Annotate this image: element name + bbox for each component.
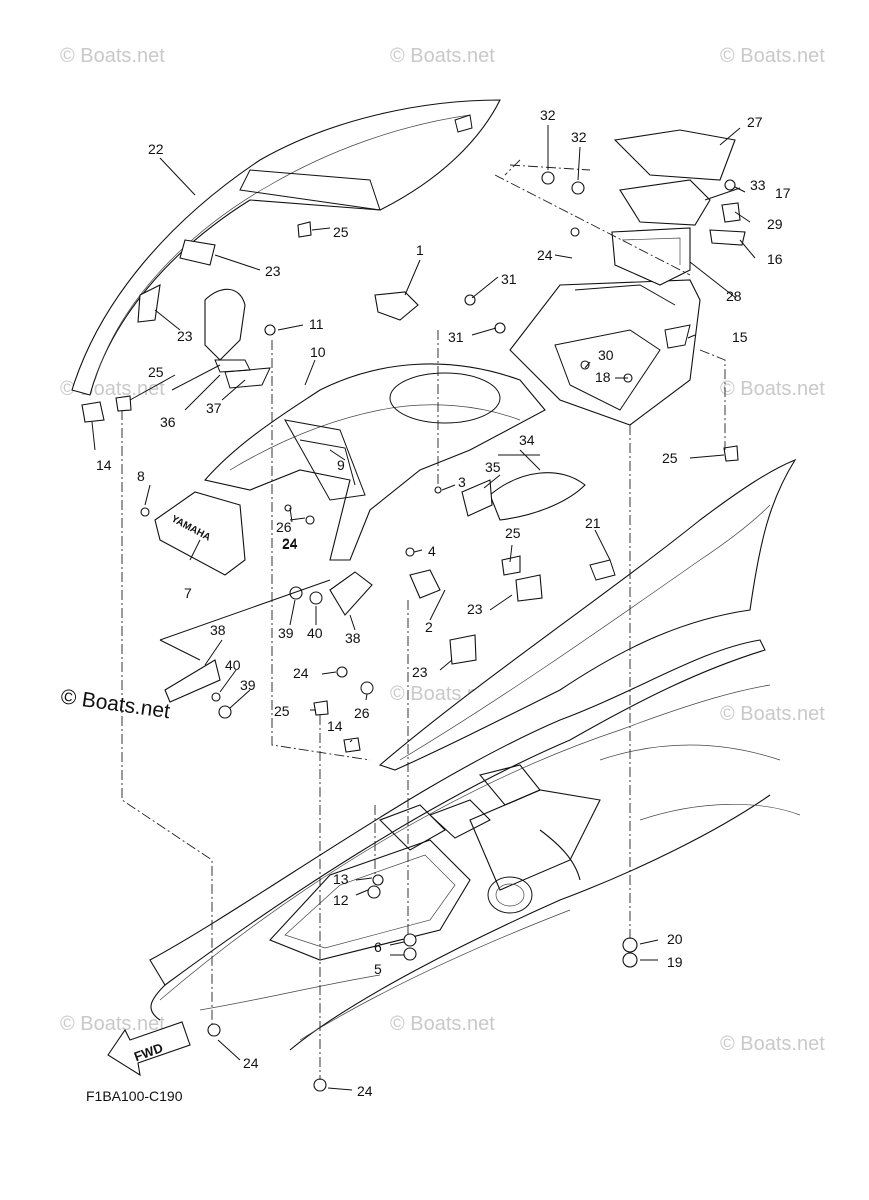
part-34-shield xyxy=(489,472,586,521)
callout-25c: 25 xyxy=(662,450,678,466)
watermark: © Boats.net xyxy=(720,703,825,725)
part-27-lid xyxy=(613,129,736,181)
callout-3: 3 xyxy=(458,474,466,490)
callout-39a: 39 xyxy=(278,625,294,641)
callout-4: 4 xyxy=(428,543,436,559)
alignment-lines xyxy=(121,159,726,1080)
watermark: © Boats.net xyxy=(390,1013,495,1035)
callout-14b: 14 xyxy=(327,718,343,734)
callout-38b: 38 xyxy=(210,622,226,638)
callout-13: 13 xyxy=(333,871,349,887)
leader-lines xyxy=(91,125,756,1091)
part-7-badge-plate: YAMAHA xyxy=(154,491,246,576)
callout-24b: 24 xyxy=(282,536,298,552)
callout-7: 7 xyxy=(184,585,192,601)
callout-22: 22 xyxy=(148,141,164,157)
callout-8: 8 xyxy=(137,468,145,484)
hardware xyxy=(81,171,746,1092)
watermark: © Boats.net xyxy=(720,378,825,400)
watermark: © Boats.net xyxy=(390,45,495,67)
callout-24d: 24 xyxy=(243,1055,259,1071)
callout-30: 30 xyxy=(598,347,614,363)
callout-40b: 40 xyxy=(225,657,241,673)
callout-25d: 25 xyxy=(505,525,521,541)
callout-23a: 23 xyxy=(265,263,281,279)
watermark: © Boats.net xyxy=(60,1013,165,1035)
part-22-side-cover xyxy=(71,99,501,396)
callout-18: 18 xyxy=(595,369,611,385)
callout-9: 9 xyxy=(337,457,345,473)
callout-39b: 39 xyxy=(240,677,256,693)
copyright-label: © Boats.net xyxy=(59,685,171,723)
callout-38a: 38 xyxy=(345,630,361,646)
callout-10: 10 xyxy=(310,344,326,360)
callout-17: 17 xyxy=(775,185,791,201)
watermark: © Boats.net xyxy=(720,1033,825,1055)
part-33-lid-pad xyxy=(619,179,711,226)
part-1-handle xyxy=(374,291,419,321)
part-21-side-panel xyxy=(378,458,797,771)
callout-15: 15 xyxy=(732,329,748,345)
callout-14a: 14 xyxy=(96,457,112,473)
callout-27: 27 xyxy=(747,114,763,130)
callout-2: 2 xyxy=(425,619,433,635)
callout-23b: 23 xyxy=(177,328,193,344)
callout-23c: 23 xyxy=(467,601,483,617)
callout-34: 34 xyxy=(519,432,535,448)
callout-20: 20 xyxy=(667,931,683,947)
callout-37: 37 xyxy=(206,400,222,416)
callout-24e: 24 xyxy=(357,1083,373,1099)
hull-deck xyxy=(149,639,801,1051)
callout-33: 33 xyxy=(750,177,766,193)
callout-26b: 26 xyxy=(354,705,370,721)
callout-32b: 32 xyxy=(571,129,587,145)
callouts: 1 2 3 4 5 6 7 8 9 10 11 12 13 14 14 15 1… xyxy=(96,107,791,1099)
callout-31b: 31 xyxy=(448,329,464,345)
callout-35: 35 xyxy=(485,459,501,475)
callout-12: 12 xyxy=(333,892,349,908)
callout-11: 11 xyxy=(309,316,324,332)
callout-21: 21 xyxy=(585,515,601,531)
callout-24a: 24 xyxy=(537,247,553,263)
callout-36: 36 xyxy=(160,414,176,430)
callout-16: 16 xyxy=(767,251,783,267)
callout-24f: 24 xyxy=(282,535,298,551)
callout-1: 1 xyxy=(416,242,424,258)
callout-28: 28 xyxy=(726,288,742,304)
callout-31a: 31 xyxy=(501,271,517,287)
part-28-tray xyxy=(611,227,691,286)
diagram-code: F1BA100-C190 xyxy=(86,1088,183,1104)
callout-24c: 24 xyxy=(293,665,309,681)
part-36-bracket xyxy=(204,288,271,389)
callout-23d: 23 xyxy=(412,664,428,680)
callout-19: 19 xyxy=(667,954,683,970)
callout-25b: 25 xyxy=(148,364,164,380)
callout-6: 6 xyxy=(374,939,382,955)
part-2-switch xyxy=(409,569,441,599)
part-15-storage-bin xyxy=(509,279,701,426)
callout-40a: 40 xyxy=(307,625,323,641)
callout-25e: 25 xyxy=(274,703,290,719)
callout-26a: 26 xyxy=(276,519,292,535)
callout-29: 29 xyxy=(767,216,783,232)
callout-32a: 32 xyxy=(540,107,556,123)
callout-25a: 25 xyxy=(333,224,349,240)
watermark: © Boats.net xyxy=(720,45,825,67)
callout-5: 5 xyxy=(374,961,382,977)
part-10-seat-base xyxy=(203,363,546,561)
watermark: © Boats.net xyxy=(60,45,165,67)
